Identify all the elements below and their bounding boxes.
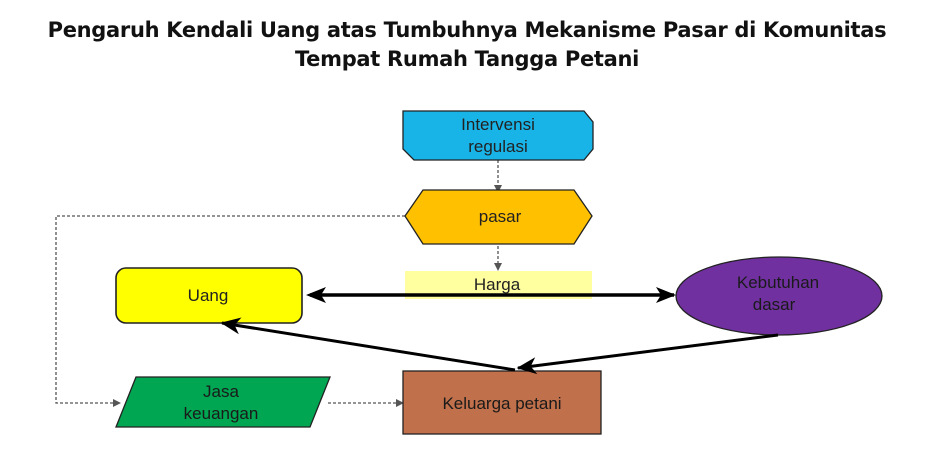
- uang-arrowhead: [306, 287, 326, 303]
- diagram-title: Pengaruh Kendali Uang atas Tumbuhnya Mek…: [0, 16, 934, 74]
- title-line-1: Pengaruh Kendali Uang atas Tumbuhnya Mek…: [47, 18, 887, 42]
- intervensi-label-line2: regulasi: [468, 137, 528, 156]
- pasar-label: pasar: [479, 207, 522, 226]
- jasa-label-line2: keuangan: [184, 404, 259, 423]
- pasar-to-jasa-arrow: [55, 215, 405, 407]
- kebutuhan-to-keluarga-arrow: [516, 333, 779, 375]
- title-line-2: Tempat Rumah Tangga Petani: [294, 47, 640, 71]
- intervensi-label-line1: Intervensi: [461, 115, 535, 134]
- kebutuhan-arrowhead: [656, 287, 676, 303]
- kebutuhan-label-line2: dasar: [753, 295, 796, 314]
- kebutuhan-dasar-node: Kebutuhan dasar: [675, 256, 883, 336]
- keluarga-petani-node: Keluarga petani: [402, 370, 602, 435]
- keluarga-to-uang-arrow: [220, 317, 516, 372]
- uang-label: Uang: [188, 286, 229, 305]
- keluarga-label: Keluarga petani: [442, 394, 561, 413]
- jasa-keuangan-node: Jasa keuangan: [115, 376, 331, 428]
- kebutuhan-label-line1: Kebutuhan: [737, 273, 819, 292]
- pasar-node: pasar: [404, 189, 593, 245]
- intervensi-regulasi-node: Intervensi regulasi: [402, 110, 594, 161]
- jasa-label-line1: Jasa: [203, 382, 239, 401]
- harga-label: Harga: [474, 275, 521, 294]
- uang-node: Uang: [115, 267, 303, 324]
